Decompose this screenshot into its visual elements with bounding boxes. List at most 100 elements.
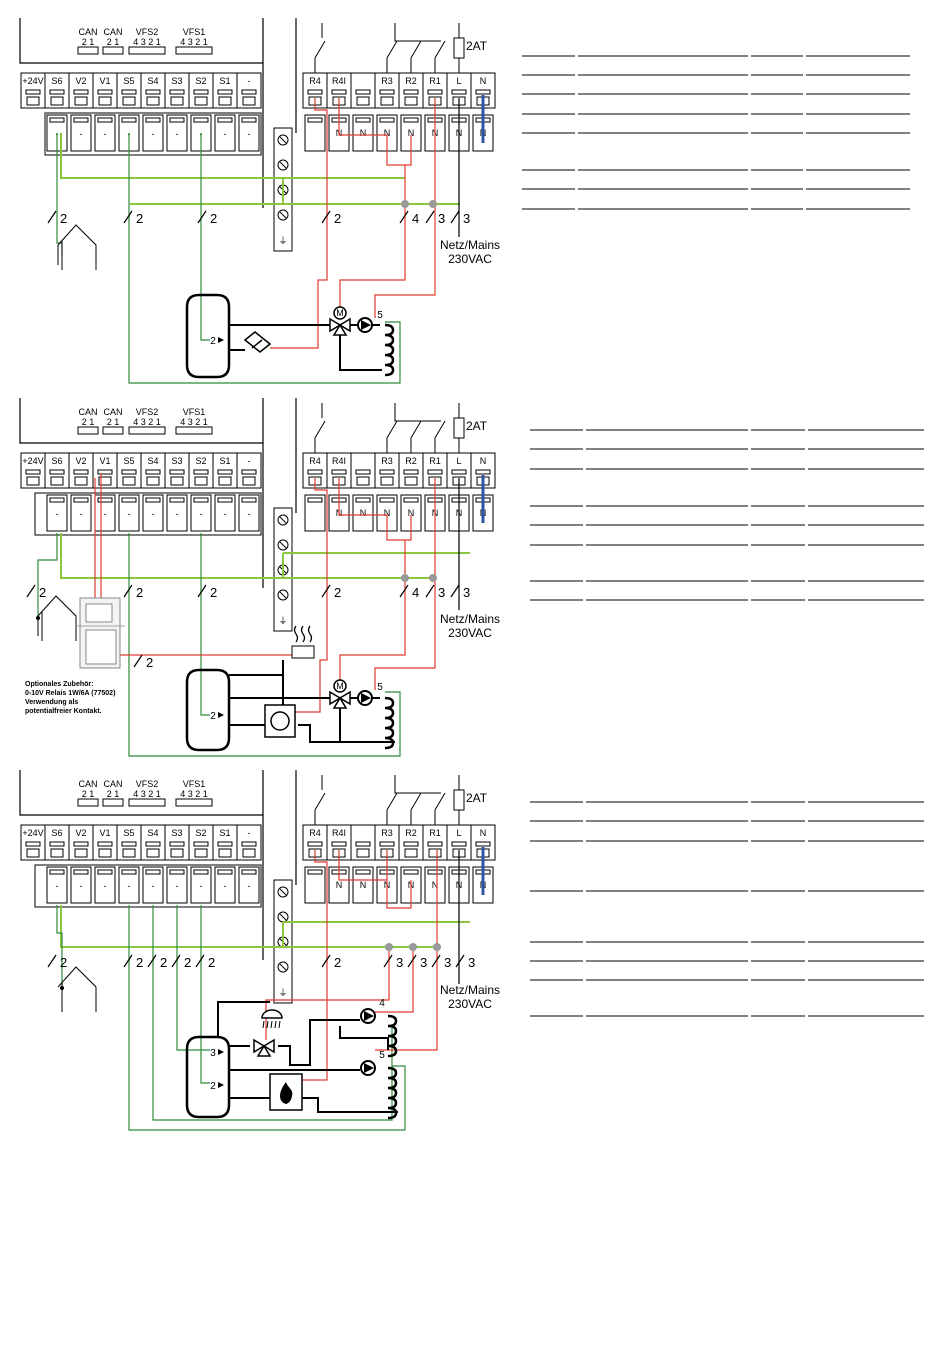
wire-count: 2 [160,955,167,970]
relay-slot [331,89,347,95]
pe-symbol: ⏚ [278,988,287,998]
terminal-label: V2 [75,828,86,838]
plug-minus: - [200,881,203,891]
relay-plug-slot [355,117,371,123]
wire-count-slash [47,210,57,224]
relay-plug-slot [403,117,419,123]
plug-pin-1 [46,494,68,532]
plug-pin-4 [118,494,140,532]
sensor-wire-s2 [200,905,210,1084]
wire-junction [429,200,437,208]
relay-terminal-label: R4I [332,828,346,838]
relay-module-top [85,603,113,623]
relay-slot [451,89,467,95]
terminal-screw [26,96,40,106]
wire-count-slash [399,210,409,224]
plug-minus: - [176,509,179,519]
wire-count: 3 [463,211,470,226]
relay-plug-slot [307,497,323,503]
controller-housing [19,18,264,64]
pe-screw-slot [279,211,287,219]
relay-plug-slot [379,117,395,123]
wire-count-slash [450,584,460,598]
wire-count-slash [425,210,435,224]
terminal-label: S2 [195,456,206,466]
wire-junction [429,574,437,582]
wire-count: 3 [463,585,470,600]
wire-count-slash [171,954,181,968]
plug-slot [97,869,113,875]
can-2-label: CAN [103,407,122,417]
vfs2-connector [128,798,166,807]
heating-coil-icon [387,1066,398,1120]
sensor-wire-s5 [128,533,401,757]
plug-slot [73,497,89,503]
solid-fuel-boiler-icon [243,331,272,353]
plug-pin-8 [214,866,236,904]
terminal-slot [25,469,41,475]
relay-contact-r4 [314,792,326,825]
wire-count-slash [425,584,435,598]
live-wire-r4i [338,850,387,881]
wire-count: 2 [136,211,143,226]
relay-contact-r1 [434,40,446,73]
plug-slot [49,117,65,123]
terminal-screw [170,848,184,858]
storage-tank-icon [185,293,231,379]
plug-minus: - [80,129,83,139]
accessory-note: potentialfreier Kontakt. [25,708,102,715]
wire-count: 3 [396,955,403,970]
terminal-slot [193,841,209,847]
plug-slot [121,869,137,875]
vfs1-pins: 4 3 2 1 [180,37,208,47]
terminal-screw [194,848,208,858]
accessory-note: Optionales Zubehör: [25,681,93,688]
plug-slot [73,117,89,123]
wire-junction [401,574,409,582]
live-wire-pump4 [375,947,414,1013]
wire-count-slash [133,654,143,668]
vfs1-label: VFS1 [183,779,206,789]
can-1-label: CAN [78,27,97,37]
relay-slot [475,469,491,475]
wire-count: 3 [438,211,445,226]
relay-terminal-label: R2 [405,456,417,466]
relay-terminal-label: N [480,456,487,466]
plug-minus: - [224,881,227,891]
relay-slot [355,469,371,475]
relay-plug-2 [352,494,374,532]
terminal-label: S2 [195,828,206,838]
controller-housing [19,770,264,816]
can-2-connector [102,46,124,55]
controller-housing [19,398,264,444]
live-wire-r2 [339,540,406,685]
plug-minus: - [248,881,251,891]
vfs2-pins: 4 3 2 1 [133,789,161,799]
wire-count-slash [321,954,331,968]
terminal-label: S6 [51,76,62,86]
plug-minus: - [56,881,59,891]
plug-minus: - [128,881,131,891]
vfs1-connector [175,46,213,55]
relay-terminal-label: R3 [381,828,393,838]
wire-count: 2 [146,655,153,670]
pipe [302,1097,398,1113]
terminal-screw [218,848,232,858]
live-wire-r2 [339,165,406,310]
terminal-slot [193,89,209,95]
live-wire-r4 [300,850,328,1081]
relay-plug-slot [307,869,323,875]
plug-pin-2 [70,114,92,152]
can-2-pins: 2 1 [107,417,120,427]
tank-sensor-number: 3 [210,1048,216,1059]
vfs2-connector [128,426,166,435]
terminal-slot [49,89,65,95]
terminal-screw [122,848,136,858]
plug-slot [145,869,161,875]
relay-screw [428,848,442,858]
terminal-label: V1 [99,456,110,466]
wire-count-slash [195,954,205,968]
terminal-screw [242,476,256,486]
terminal-label: S5 [123,828,134,838]
